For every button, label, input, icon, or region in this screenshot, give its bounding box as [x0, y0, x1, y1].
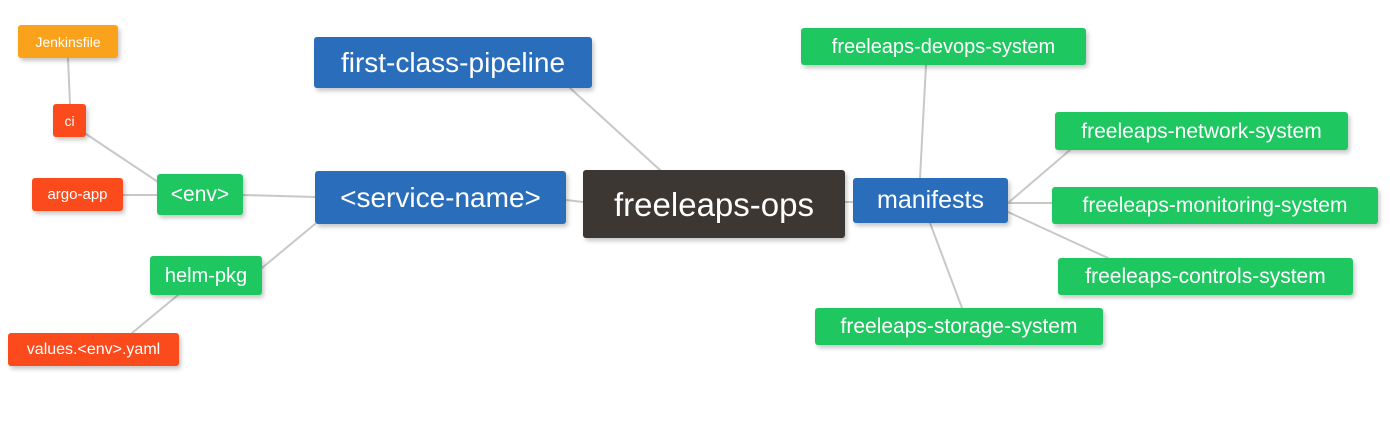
node-freeleaps-ops[interactable]: freeleaps-ops: [583, 170, 845, 238]
node-label-service-name: <service-name>: [340, 181, 541, 213]
node-label-helm-pkg: helm-pkg: [164, 264, 248, 287]
node-values-env-yaml[interactable]: values.<env>.yaml: [8, 333, 179, 366]
node-env[interactable]: <env>: [157, 174, 243, 215]
node-freeleaps-network-system[interactable]: freeleaps-network-system: [1055, 112, 1348, 150]
node-label-freeleaps-ops: freeleaps-ops: [614, 185, 814, 223]
node-label-manifests: manifests: [877, 186, 984, 214]
node-label-env: <env>: [170, 183, 230, 206]
node-label-argo-app: argo-app: [47, 186, 108, 203]
edge-service-name-to-helm-pkg: [261, 223, 316, 269]
node-jenkinsfile[interactable]: Jenkinsfile: [18, 25, 118, 58]
node-argo-app[interactable]: argo-app: [32, 178, 123, 211]
node-manifests[interactable]: manifests: [853, 178, 1008, 223]
node-label-ci: ci: [64, 112, 75, 129]
node-label-freeleaps-network-system: freeleaps-network-system: [1081, 119, 1322, 143]
node-label-freeleaps-devops-system: freeleaps-devops-system: [831, 35, 1056, 58]
node-label-freeleaps-controls-system: freeleaps-controls-system: [1085, 265, 1326, 288]
node-service-name[interactable]: <service-name>: [315, 171, 566, 224]
node-freeleaps-devops-system[interactable]: freeleaps-devops-system: [801, 28, 1086, 65]
node-ci[interactable]: ci: [53, 104, 86, 137]
node-freeleaps-monitoring-system[interactable]: freeleaps-monitoring-system: [1052, 187, 1378, 224]
node-freeleaps-storage-system[interactable]: freeleaps-storage-system: [815, 308, 1103, 345]
edge-manifests-to-freeleaps-storage-system: [929, 222, 963, 309]
edge-manifests-to-freeleaps-devops-system: [919, 64, 927, 179]
node-label-values-env-yaml: values.<env>.yaml: [26, 340, 161, 358]
node-helm-pkg[interactable]: helm-pkg: [150, 256, 262, 295]
edge-first-class-pipeline-to-freeleaps-ops: [569, 87, 661, 171]
edge-env-to-service-name: [242, 194, 316, 198]
edge-helm-pkg-to-values-env-yaml: [131, 294, 179, 334]
node-label-freeleaps-monitoring-system: freeleaps-monitoring-system: [1082, 194, 1348, 217]
edge-jenkinsfile-to-ci: [67, 57, 71, 105]
node-label-jenkinsfile: Jenkinsfile: [35, 33, 101, 50]
node-freeleaps-controls-system[interactable]: freeleaps-controls-system: [1058, 258, 1353, 295]
edge-service-name-to-freeleaps-ops: [565, 199, 584, 203]
node-label-first-class-pipeline: first-class-pipeline: [340, 46, 566, 78]
node-label-freeleaps-storage-system: freeleaps-storage-system: [840, 315, 1078, 338]
node-first-class-pipeline[interactable]: first-class-pipeline: [314, 37, 592, 88]
